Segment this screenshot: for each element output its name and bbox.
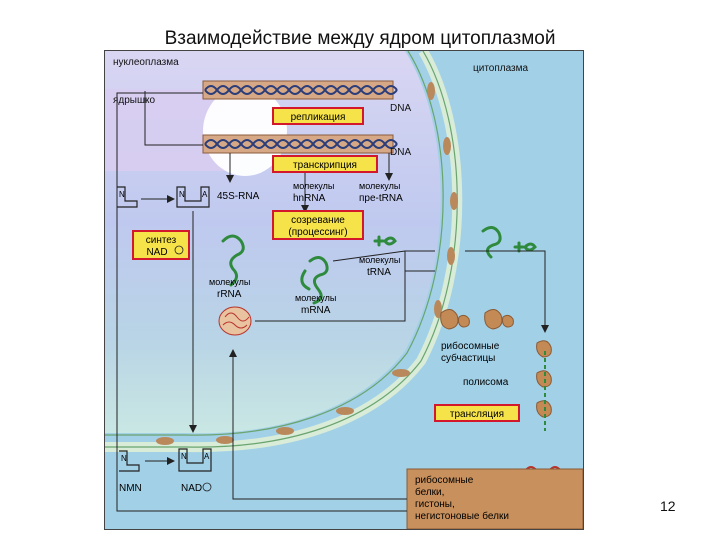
transcription-box bbox=[272, 155, 378, 173]
dna-strand-1 bbox=[202, 80, 398, 100]
nmn-letter: N bbox=[121, 454, 127, 463]
rrna-label-top: молекулы bbox=[209, 277, 250, 287]
rna-molecules bbox=[221, 226, 537, 305]
cytoplasm-label: цитоплазма bbox=[473, 63, 529, 74]
nad-molecule-top bbox=[176, 186, 210, 208]
hnrna-coil bbox=[300, 269, 311, 291]
processing-label-2: (процессинг) bbox=[288, 227, 347, 238]
pretrna-label: пре-tRNA bbox=[359, 193, 403, 204]
proteins-box bbox=[406, 468, 583, 529]
pretrna-label-top: молекулы bbox=[359, 181, 400, 191]
trna-label: tRNA bbox=[367, 267, 391, 278]
replication-label: репликация bbox=[291, 112, 346, 123]
proteins-label-3: гистоны, bbox=[415, 499, 455, 510]
subunits-label-1: рибосомные bbox=[441, 340, 500, 352]
rna-45s-label: 45S-RNA bbox=[217, 191, 260, 202]
translation-label: трансляция bbox=[450, 409, 504, 420]
nad-top-letter-n: N bbox=[179, 190, 185, 199]
nad-molecule-bottom bbox=[178, 448, 212, 472]
nuclear-pores bbox=[156, 82, 458, 445]
proteins-label-4: негистоновые белки bbox=[415, 510, 509, 522]
ribosomal-subunits bbox=[440, 309, 514, 330]
nmn-label: NMN bbox=[119, 483, 142, 494]
nucleolus-label: ядрышко bbox=[113, 95, 156, 106]
processing-label-1: созревание bbox=[291, 215, 345, 226]
replication-box bbox=[272, 107, 364, 125]
nad-top-letter-a: A bbox=[202, 190, 208, 199]
page-number: 12 bbox=[660, 498, 676, 514]
nad-synthesis-label-1: синтез bbox=[146, 235, 177, 246]
nad-letter-n: N bbox=[181, 452, 187, 461]
proteins-label-2: белки, bbox=[415, 486, 444, 498]
nad-label: NAD bbox=[181, 483, 202, 494]
subunits-label-2: субчастицы bbox=[441, 352, 495, 364]
nmn-molecule-top bbox=[117, 186, 138, 208]
nad-letter-a: A bbox=[204, 452, 210, 461]
trna-clover bbox=[373, 235, 397, 247]
nmn-top-letter: N bbox=[119, 190, 125, 199]
diagram-panel: нуклеоплазма цитоплазма ядрышко DNA DNA … bbox=[104, 50, 584, 530]
cyto-rna-1 bbox=[481, 226, 502, 259]
dna-label-1: DNA bbox=[390, 103, 411, 114]
hnrna-label-top: молекулы bbox=[293, 181, 334, 191]
dna-label-2: DNA bbox=[390, 147, 411, 158]
trna-label-top: молекулы bbox=[359, 255, 400, 265]
rrna-label: rRNA bbox=[217, 289, 242, 300]
nad-synthesis-label-2: NAD bbox=[146, 247, 167, 258]
polysome-label: полисома bbox=[463, 377, 509, 388]
mrna-label: mRNA bbox=[301, 305, 331, 316]
transcription-label: транскрипция bbox=[293, 160, 357, 171]
nucleus-cytoplasm-diagram: нуклеоплазма цитоплазма ядрышко DNA DNA … bbox=[105, 51, 583, 529]
mrna-coil bbox=[308, 256, 329, 305]
preribosome bbox=[218, 306, 252, 336]
translation-box bbox=[434, 404, 520, 422]
nmn-molecule-bottom bbox=[119, 450, 140, 472]
mrna-label-top: молекулы bbox=[295, 293, 336, 303]
hnrna-label: hnRNA bbox=[293, 193, 326, 204]
cyto-trna bbox=[513, 241, 537, 253]
rrna-coil bbox=[221, 234, 245, 287]
processing-box bbox=[272, 210, 364, 240]
dna-strand-2 bbox=[202, 134, 398, 154]
polysome bbox=[536, 340, 552, 418]
proteins-label-1: рибосомные bbox=[415, 474, 474, 486]
slide-title: Взаимодействие между ядром цитоплазмой bbox=[164, 28, 556, 49]
nucleoplasm-label: нуклеоплазма bbox=[113, 57, 179, 68]
